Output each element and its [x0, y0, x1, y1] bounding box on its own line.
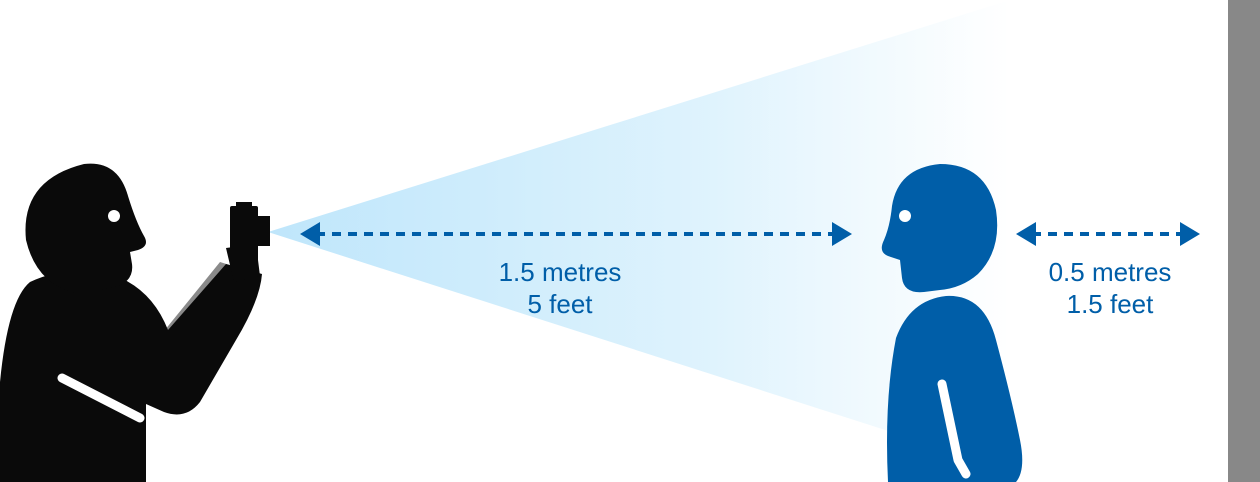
arrowhead-left — [300, 222, 320, 246]
photographer-figure — [0, 163, 262, 482]
subject-body — [887, 295, 1023, 482]
arrowhead-left — [1016, 222, 1036, 246]
distance-metric: 0.5 metres — [1048, 257, 1172, 287]
photographer-arm-highlight — [57, 373, 145, 423]
distance-metric: 1.5 metres — [498, 257, 622, 287]
camera-top — [236, 202, 252, 208]
subject-arm-highlight — [937, 379, 971, 479]
photographer-head — [25, 163, 146, 294]
subject-figure — [881, 164, 1023, 482]
subject-to-wall-distance-label: 0.5 metres 1.5 feet — [1000, 256, 1220, 320]
subject-head — [881, 164, 998, 293]
camera-lens — [256, 216, 270, 246]
camera-to-subject-arrow — [300, 222, 852, 246]
arrowhead-right — [832, 222, 852, 246]
photographer-eye — [108, 210, 120, 222]
distance-imperial: 5 feet — [527, 289, 593, 319]
subject-eye — [899, 210, 911, 222]
camera-body — [230, 206, 258, 264]
camera-to-subject-distance-label: 1.5 metres 5 feet — [440, 256, 680, 320]
camera-icon — [230, 202, 270, 264]
photographer-body — [0, 264, 262, 482]
arrowhead-right — [1180, 222, 1200, 246]
distance-imperial: 1.5 feet — [1066, 289, 1154, 319]
subject-to-wall-arrow — [1016, 222, 1200, 246]
wall — [1228, 0, 1260, 482]
